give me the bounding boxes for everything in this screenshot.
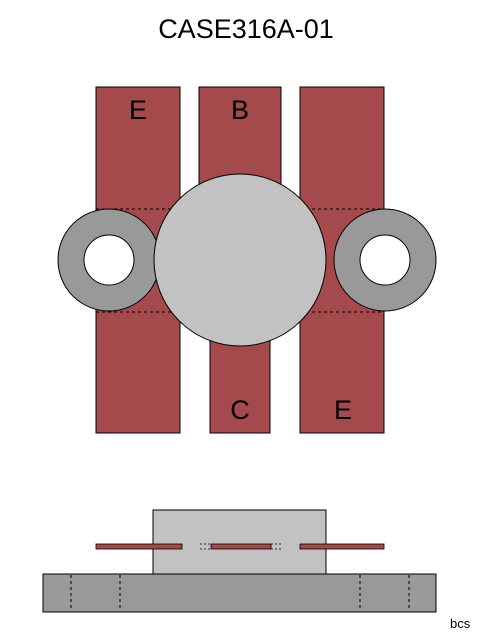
ceramic-cap (153, 173, 327, 347)
side-lead-left (95, 543, 183, 550)
lead-base (198, 86, 282, 188)
side-lead-middle (210, 543, 272, 550)
author-credit: bcs (450, 616, 471, 631)
pin-label-collector: C (230, 395, 250, 425)
top-view: E B C E (57, 86, 437, 434)
pin-label-base: B (231, 95, 249, 125)
side-lead-right (299, 543, 385, 550)
pin-label-emitter-right: E (334, 395, 352, 425)
diagram-title: CASE316A-01 (158, 14, 334, 44)
side-view (42, 509, 437, 613)
mounting-hole-left (83, 234, 135, 286)
pin-label-emitter-left: E (129, 95, 147, 125)
mounting-hole-right (359, 234, 411, 286)
side-cap (152, 509, 327, 575)
side-flange (42, 573, 437, 613)
